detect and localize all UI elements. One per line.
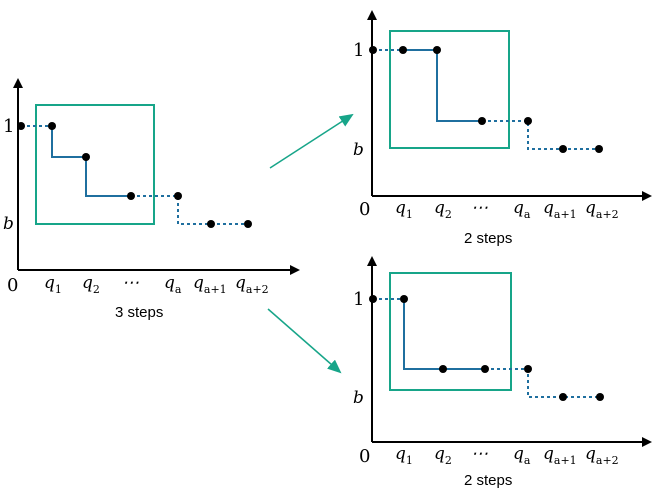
data-point (478, 117, 486, 125)
panel-caption: 2 steps (464, 230, 512, 247)
x-tick-q2: q2 (434, 198, 452, 221)
origin-label: 0 (7, 275, 18, 296)
y-label-one: 1 (353, 289, 364, 310)
step-function-solid (403, 49, 482, 122)
data-point (369, 46, 377, 54)
origin-label: 0 (359, 199, 370, 220)
x-tick-q2: q2 (434, 444, 452, 467)
panel-left: 1 b 0 q1 q2 ⋯ qa qa+1 qa+2 3 steps (3, 78, 300, 321)
x-tick-qa: qa (513, 444, 531, 467)
x-tick-qa2: qa+2 (585, 198, 619, 221)
data-point (127, 192, 135, 200)
x-tick-qa2: qa+2 (235, 273, 269, 296)
x-tick-qa1: qa+1 (543, 444, 577, 467)
y-label-b: b (353, 140, 364, 160)
data-point (174, 192, 182, 200)
y-label-b: b (353, 388, 364, 408)
step-function-dashed (373, 49, 599, 150)
x-tick-ellipsis: ⋯ (471, 444, 488, 464)
data-point (596, 393, 604, 401)
y-label-one: 1 (353, 40, 364, 61)
highlight-box (389, 30, 510, 149)
x-tick-ellipsis: ⋯ (122, 273, 139, 293)
x-tick-q2: q2 (82, 273, 100, 296)
x-tick-qa: qa (513, 198, 531, 221)
data-point (595, 145, 603, 153)
panel-top-right: 1 b 0 q1 q2 ⋯ qa qa+1 qa+2 2 steps (353, 10, 652, 247)
origin-label: 0 (359, 446, 370, 467)
arrow-to-bottom-right (267, 308, 342, 374)
panel-bottom-right: 1 b 0 q1 q2 ⋯ qa qa+1 qa+2 2 steps (353, 256, 652, 489)
data-point (17, 122, 25, 130)
y-label-b: b (3, 214, 14, 234)
data-point (207, 220, 215, 228)
data-point (559, 145, 567, 153)
data-point (524, 365, 532, 373)
x-tick-q1: q1 (395, 444, 413, 467)
x-tick-qa1: qa+1 (543, 198, 577, 221)
x-tick-ellipsis: ⋯ (471, 198, 488, 218)
data-point (400, 295, 408, 303)
highlight-box (389, 272, 512, 391)
data-point (399, 46, 407, 54)
x-tick-qa2: qa+2 (585, 444, 619, 467)
data-point (524, 117, 532, 125)
step-function-dashed (373, 298, 600, 398)
y-label-one: 1 (3, 116, 14, 137)
data-point (433, 46, 441, 54)
x-tick-q1: q1 (44, 273, 62, 296)
panel-caption: 3 steps (115, 304, 163, 321)
data-point (244, 220, 252, 228)
x-tick-qa1: qa+1 (193, 273, 227, 296)
arrow-to-top-right (269, 113, 354, 169)
x-tick-q1: q1 (395, 198, 413, 221)
panel-caption: 2 steps (464, 472, 512, 489)
step-function-dashed (21, 125, 248, 225)
data-point (48, 122, 56, 130)
x-tick-qa: qa (164, 273, 182, 296)
data-point (481, 365, 489, 373)
step-function-solid (403, 299, 485, 370)
data-point (82, 153, 90, 161)
data-point (559, 393, 567, 401)
data-point (369, 295, 377, 303)
data-point (439, 365, 447, 373)
step-function-solid (51, 126, 131, 197)
highlight-box (35, 104, 155, 225)
